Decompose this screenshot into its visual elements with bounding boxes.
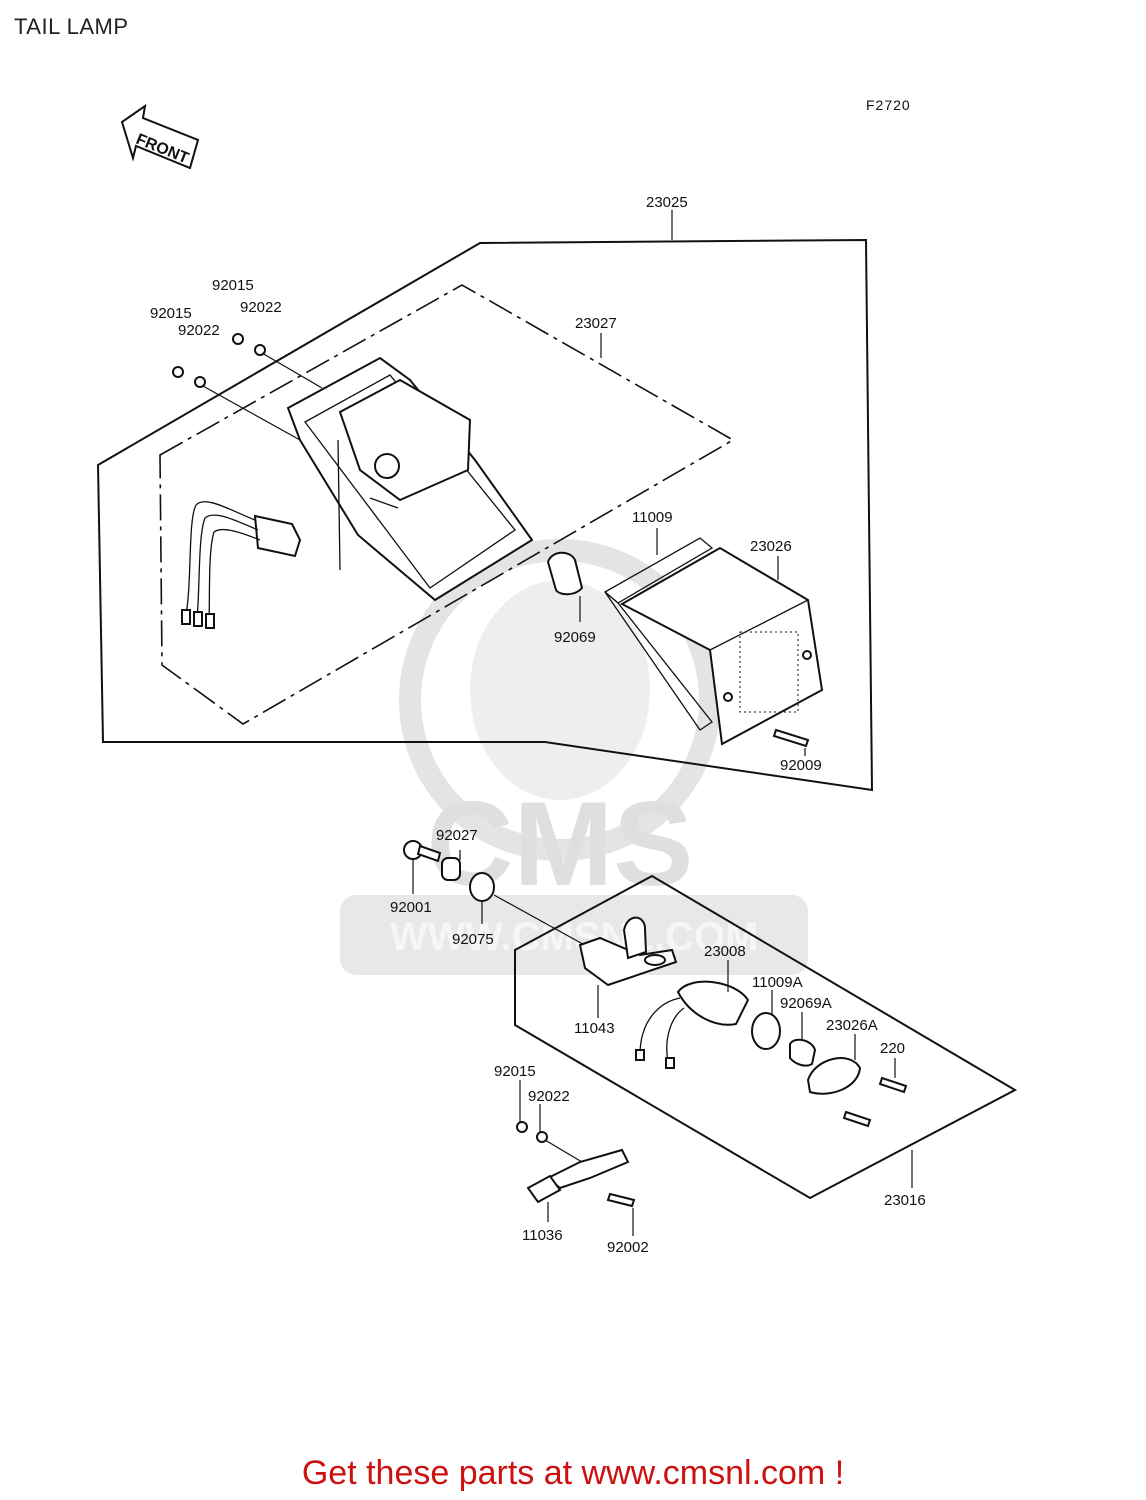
front-arrow-icon: FRONT bbox=[120, 103, 200, 170]
bracket-11043 bbox=[578, 916, 678, 987]
callout-23026: 23026 bbox=[750, 538, 792, 555]
callout-92015: 92015 bbox=[150, 305, 192, 322]
callout-11043: 11043 bbox=[574, 1020, 615, 1037]
callout-92022: 92022 bbox=[178, 322, 220, 339]
callout-92027: 92027 bbox=[436, 827, 478, 844]
callout-labels: 23025 23027 92015 92022 92015 92022 1100… bbox=[150, 194, 926, 1256]
assembly-frame-23025 bbox=[96, 238, 874, 792]
callout-220: 220 bbox=[880, 1040, 905, 1057]
tail-lamp-base bbox=[286, 356, 534, 602]
callout-11036: 11036 bbox=[522, 1227, 563, 1244]
bulb-socket-wiring bbox=[181, 501, 302, 629]
callout-23025: 23025 bbox=[646, 194, 688, 211]
assembly-frame-23016 bbox=[514, 874, 1018, 1200]
page-title: TAIL LAMP bbox=[14, 14, 129, 39]
callout-23027: 23027 bbox=[575, 315, 617, 332]
callout-92009: 92009 bbox=[780, 757, 822, 774]
callout-92015: 92015 bbox=[212, 277, 254, 294]
callout-92022: 92022 bbox=[528, 1088, 570, 1105]
callout-92075: 92075 bbox=[452, 931, 494, 948]
watermark-url-text: WWW.CMSNL.COM bbox=[390, 915, 759, 959]
lens-assembly bbox=[603, 537, 824, 748]
mount-hardware bbox=[403, 840, 591, 949]
license-lamp-housing bbox=[635, 980, 908, 1128]
callout-23008: 23008 bbox=[704, 943, 746, 960]
callout-92022: 92022 bbox=[240, 299, 282, 316]
watermark-logo-text: CMS bbox=[427, 777, 694, 911]
callout-92069: 92069 bbox=[554, 629, 596, 646]
bulb-92069 bbox=[546, 551, 584, 596]
promo-link-text[interactable]: Get these parts at www.cmsnl.com ! bbox=[301, 1454, 845, 1492]
figure-code: F2720 bbox=[866, 97, 911, 113]
leader-lines bbox=[412, 210, 913, 1236]
callout-23026A: 23026A bbox=[826, 1017, 878, 1034]
watermark: CMS WWW.CMSNL.COM bbox=[340, 539, 808, 975]
callout-11009A: 11009A bbox=[752, 974, 803, 991]
callout-23016: 23016 bbox=[884, 1192, 926, 1209]
callout-92015: 92015 bbox=[494, 1063, 536, 1080]
callout-11009: 11009 bbox=[632, 509, 673, 526]
assembly-frame-23027 bbox=[159, 284, 735, 725]
callout-92001: 92001 bbox=[390, 899, 432, 916]
callout-92069A: 92069A bbox=[780, 995, 832, 1012]
fasteners-upper bbox=[172, 333, 323, 441]
bracket-11036 bbox=[516, 1121, 636, 1208]
callout-92002: 92002 bbox=[607, 1239, 649, 1256]
